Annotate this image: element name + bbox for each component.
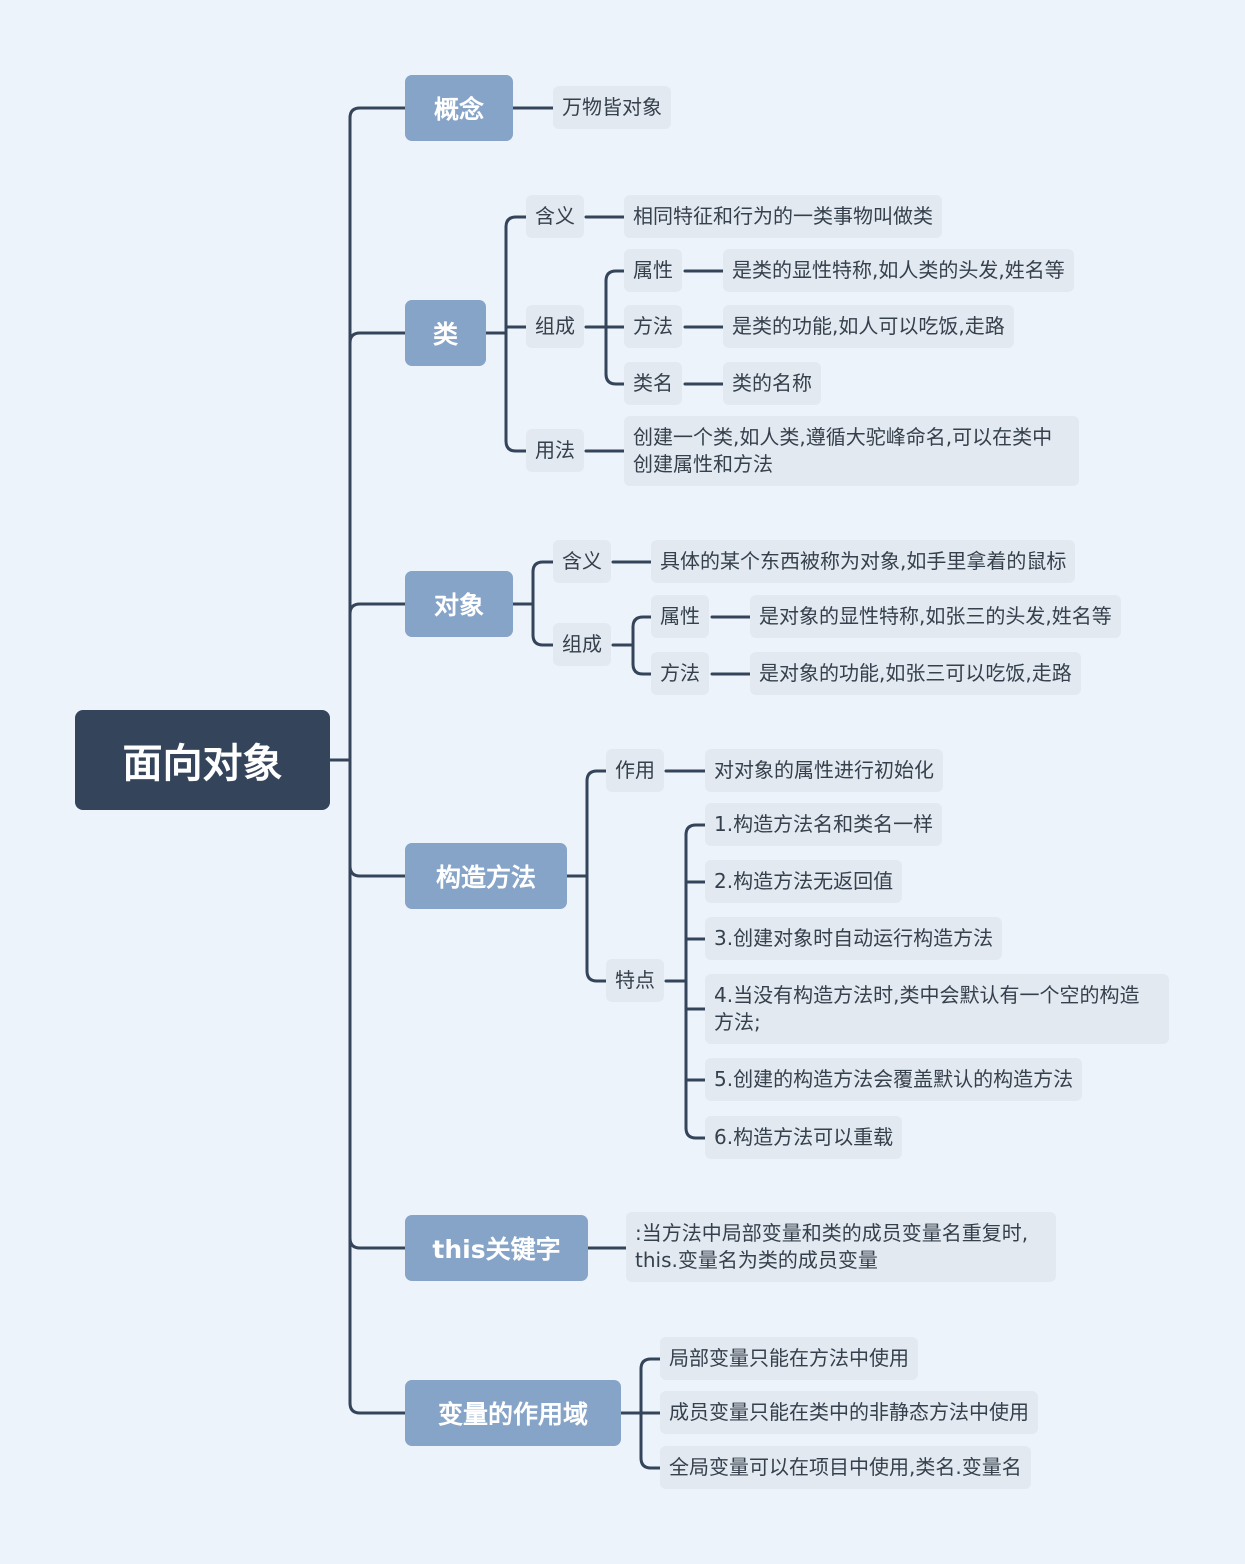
object-meaning[interactable]: 具体的某个东西被称为对象,如手里拿着的鼠标 [651, 540, 1076, 583]
constructor-feature-2[interactable]: 2.构造方法无返回值 [705, 860, 903, 903]
branch-constructor[interactable]: 构造方法 [405, 843, 567, 909]
class-name[interactable]: 类的名称 [723, 362, 821, 405]
root-node[interactable]: 面向对象 [75, 710, 330, 810]
class-usage[interactable]: 创建一个类,如人类,遵循大驼峰命名,可以在类中 创建属性和方法 [624, 416, 1079, 486]
scope-local[interactable]: 局部变量只能在方法中使用 [660, 1337, 918, 1380]
branch-object[interactable]: 对象 [405, 571, 513, 637]
class-name-label[interactable]: 类名 [624, 362, 682, 405]
this-keyword-line2: this.变量名为类的成员变量 [635, 1248, 878, 1272]
class-usage-line2: 创建属性和方法 [633, 452, 773, 476]
branch-concept[interactable]: 概念 [405, 75, 513, 141]
class-usage-line1: 创建一个类,如人类,遵循大驼峰命名,可以在类中 [633, 425, 1053, 449]
object-method[interactable]: 是对象的功能,如张三可以吃饭,走路 [750, 652, 1081, 695]
constructor-feature-3[interactable]: 3.创建对象时自动运行构造方法 [705, 917, 1003, 960]
object-attr[interactable]: 是对象的显性特称,如张三的头发,姓名等 [750, 595, 1121, 638]
concept-desc[interactable]: 万物皆对象 [553, 86, 671, 129]
branch-variable-scope[interactable]: 变量的作用域 [405, 1380, 621, 1446]
branch-class[interactable]: 类 [405, 300, 486, 366]
class-composition-label[interactable]: 组成 [526, 305, 584, 348]
object-meaning-label[interactable]: 含义 [553, 540, 611, 583]
class-usage-label[interactable]: 用法 [526, 429, 584, 472]
class-attr[interactable]: 是类的显性特称,如人类的头发,姓名等 [723, 249, 1074, 292]
class-meaning[interactable]: 相同特征和行为的一类事物叫做类 [624, 195, 942, 238]
constructor-role-label[interactable]: 作用 [606, 749, 664, 792]
class-method[interactable]: 是类的功能,如人可以吃饭,走路 [723, 305, 1014, 348]
object-method-label[interactable]: 方法 [651, 652, 709, 695]
this-keyword-desc[interactable]: :当方法中局部变量和类的成员变量名重复时, this.变量名为类的成员变量 [626, 1212, 1056, 1282]
class-method-label[interactable]: 方法 [624, 305, 682, 348]
branch-this-keyword[interactable]: this关键字 [405, 1215, 588, 1281]
class-meaning-label[interactable]: 含义 [526, 195, 584, 238]
this-keyword-line1: :当方法中局部变量和类的成员变量名重复时, [635, 1221, 1029, 1245]
constructor-role[interactable]: 对对象的属性进行初始化 [705, 749, 943, 792]
constructor-feature-4-line2: 方法; [714, 1010, 761, 1034]
object-attr-label[interactable]: 属性 [651, 595, 709, 638]
scope-member[interactable]: 成员变量只能在类中的非静态方法中使用 [660, 1391, 1038, 1434]
constructor-feature-4-line1: 4.当没有构造方法时,类中会默认有一个空的构造 [714, 983, 1140, 1007]
class-attr-label[interactable]: 属性 [624, 249, 682, 292]
scope-global[interactable]: 全局变量可以在项目中使用,类名.变量名 [660, 1446, 1031, 1489]
constructor-feature-4[interactable]: 4.当没有构造方法时,类中会默认有一个空的构造 方法; [705, 974, 1169, 1044]
constructor-feature-5[interactable]: 5.创建的构造方法会覆盖默认的构造方法 [705, 1058, 1083, 1101]
object-composition-label[interactable]: 组成 [553, 623, 611, 666]
constructor-features-label[interactable]: 特点 [606, 959, 664, 1002]
constructor-feature-6[interactable]: 6.构造方法可以重载 [705, 1116, 903, 1159]
constructor-feature-1[interactable]: 1.构造方法名和类名一样 [705, 803, 943, 846]
